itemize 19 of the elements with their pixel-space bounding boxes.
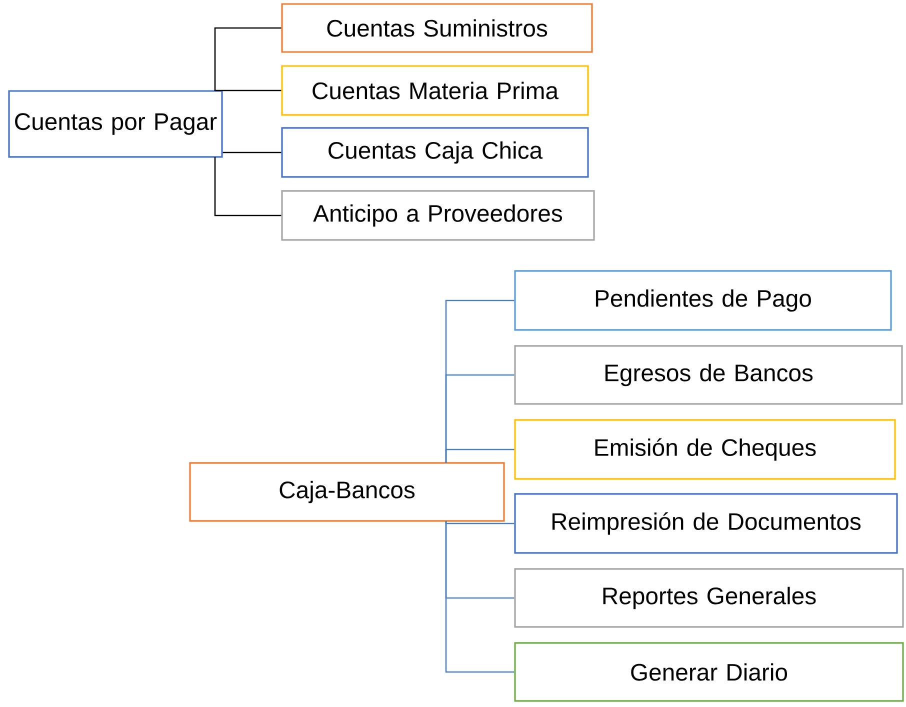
- connector-line: [445, 520, 514, 524]
- process-box: Cuentas Caja Chica: [281, 127, 589, 178]
- connector-line: [214, 156, 282, 216]
- connector-line: [214, 27, 282, 91]
- process-box: Reimpresión de Documentos: [514, 493, 898, 554]
- process-box: Cuentas Suministros: [281, 3, 593, 53]
- process-box: Emisión de Cheques: [514, 419, 896, 480]
- connector-line: [445, 520, 514, 673]
- process-box: Generar Diario: [514, 642, 904, 702]
- connector-line: [214, 90, 282, 92]
- process-box: Cuentas Materia Prima: [281, 65, 589, 116]
- process-box: Egresos de Bancos: [514, 345, 903, 405]
- process-box: Reportes Generales: [514, 568, 904, 628]
- process-box: Caja-Bancos: [189, 462, 505, 522]
- process-box: Pendientes de Pago: [514, 270, 892, 331]
- process-box: Cuentas por Pagar: [8, 90, 223, 158]
- connector-line: [445, 448, 514, 463]
- process-box: Anticipo a Proveedores: [281, 190, 595, 241]
- connector-line: [222, 152, 282, 154]
